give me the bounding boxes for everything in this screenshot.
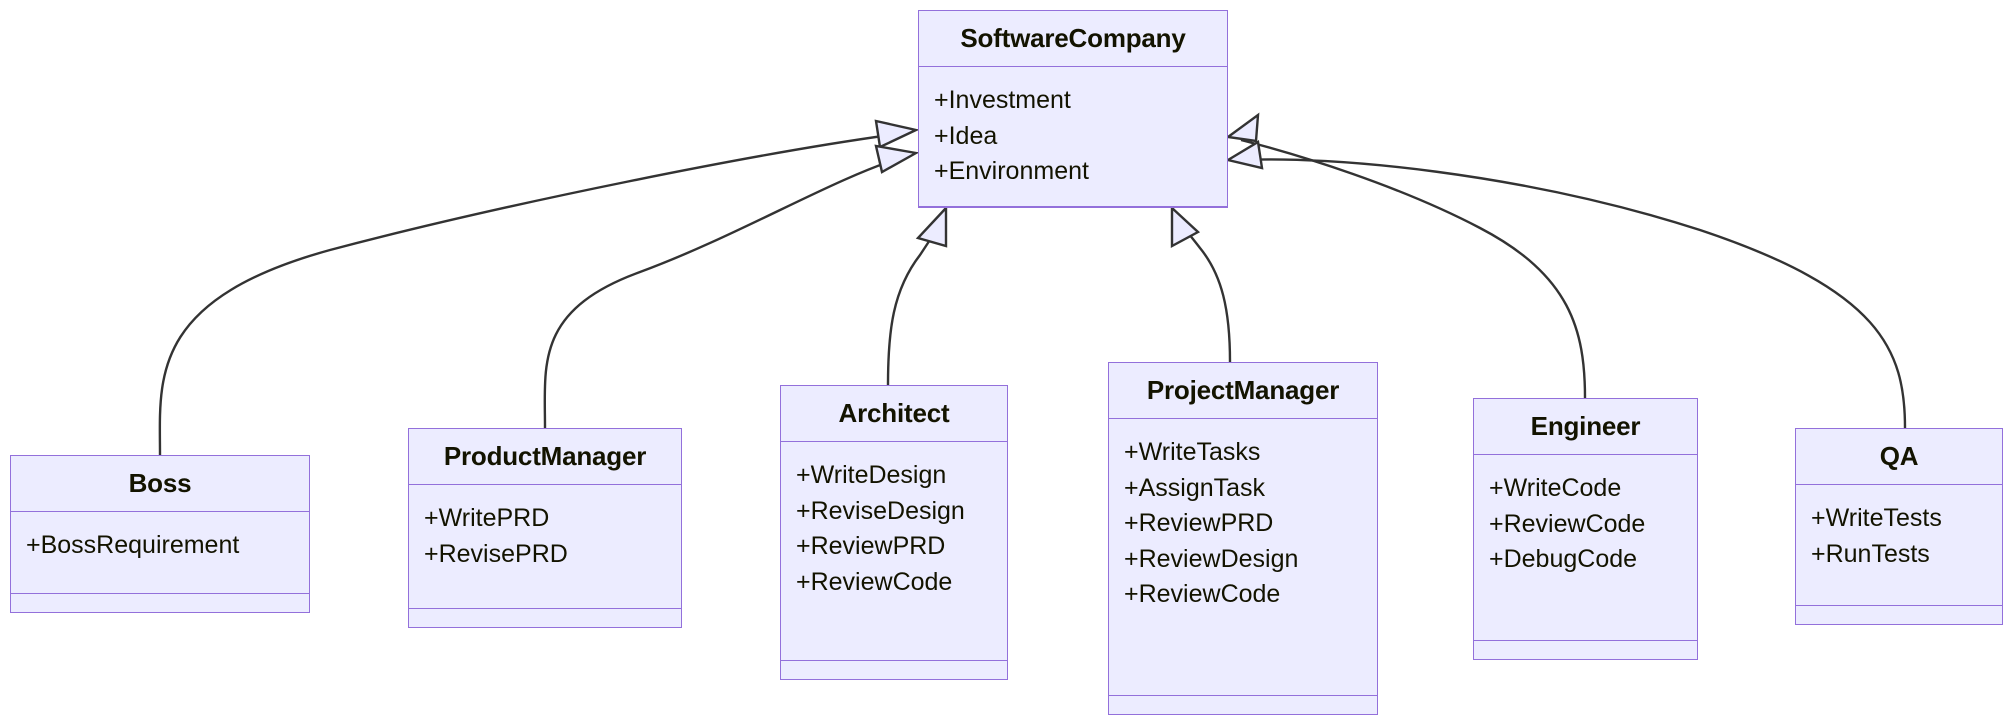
class-title-engineer: Engineer [1474,399,1697,455]
class-attributes-software-company: +Investment +Idea +Environment [919,67,1227,207]
attribute-row: +RevisePRD [424,539,568,568]
class-node-architect[interactable]: Architect +WriteDesign +ReviseDesign +Re… [780,385,1008,680]
class-title-qa: QA [1796,429,2002,485]
attribute-row: +Environment [934,157,1089,185]
class-title-boss: Boss [11,456,309,512]
attribute-row: +WriteTasks [1124,438,1261,466]
class-attributes-boss: +BossRequirement [11,512,309,594]
class-node-software-company[interactable]: SoftwareCompany +Investment +Idea +Envir… [918,10,1228,208]
class-methods-engineer [1474,641,1697,659]
class-methods-architect [781,661,1007,679]
attribute-row: +BossRequirement [26,531,240,559]
attribute-row: +RunTests [1811,539,1930,568]
class-title-software-company: SoftwareCompany [919,11,1227,67]
attribute-row: +ReviewPRD [796,532,946,560]
attribute-row: +ReviewCode [1489,509,1646,538]
class-title-product-manager: ProductManager [409,429,681,485]
attribute-row: +Idea [934,121,998,150]
attribute-row: +ReviewCode [796,567,953,596]
attribute-row: +WritePRD [424,504,550,532]
edge-architect [886,204,948,386]
class-attributes-architect: +WriteDesign +ReviseDesign +ReviewPRD +R… [781,442,1007,661]
attribute-row: +ReviewPRD [1124,509,1274,537]
class-node-qa[interactable]: QA +WriteTests +RunTests [1795,428,2003,625]
class-node-engineer[interactable]: Engineer +WriteCode +ReviewCode +DebugCo… [1473,398,1698,660]
class-node-product-manager[interactable]: ProductManager +WritePRD +RevisePRD [408,428,682,628]
attribute-row: +DebugCode [1489,545,1638,573]
attribute-row: +ReviewCode [1124,580,1281,608]
class-node-boss[interactable]: Boss +BossRequirement [10,455,310,613]
class-methods-product-manager [409,609,681,627]
edge-project-manager [1170,205,1232,363]
class-attributes-engineer: +WriteCode +ReviewCode +DebugCode [1474,455,1697,641]
class-title-architect: Architect [781,386,1007,442]
class-title-project-manager: ProjectManager [1109,363,1377,419]
edge-engineer [1224,112,1587,399]
class-methods-qa [1796,606,2002,624]
class-attributes-project-manager: +WriteTasks +AssignTask +ReviewPRD +Revi… [1109,419,1377,696]
attribute-row: +WriteDesign [796,461,947,489]
class-methods-software-company [919,207,1227,225]
attribute-row: +WriteCode [1489,474,1622,502]
attribute-row: +ReviewDesign [1124,544,1299,573]
attribute-row: +AssignTask [1124,473,1266,502]
attribute-row: +Investment [934,86,1071,114]
class-node-project-manager[interactable]: ProjectManager +WriteTasks +AssignTask +… [1108,362,1378,715]
attribute-row: +ReviseDesign [796,496,965,525]
class-methods-project-manager [1109,696,1377,714]
class-attributes-qa: +WriteTests +RunTests [1796,485,2002,606]
attribute-row: +WriteTests [1811,504,1942,532]
class-attributes-product-manager: +WritePRD +RevisePRD [409,485,681,609]
class-methods-boss [11,594,309,612]
